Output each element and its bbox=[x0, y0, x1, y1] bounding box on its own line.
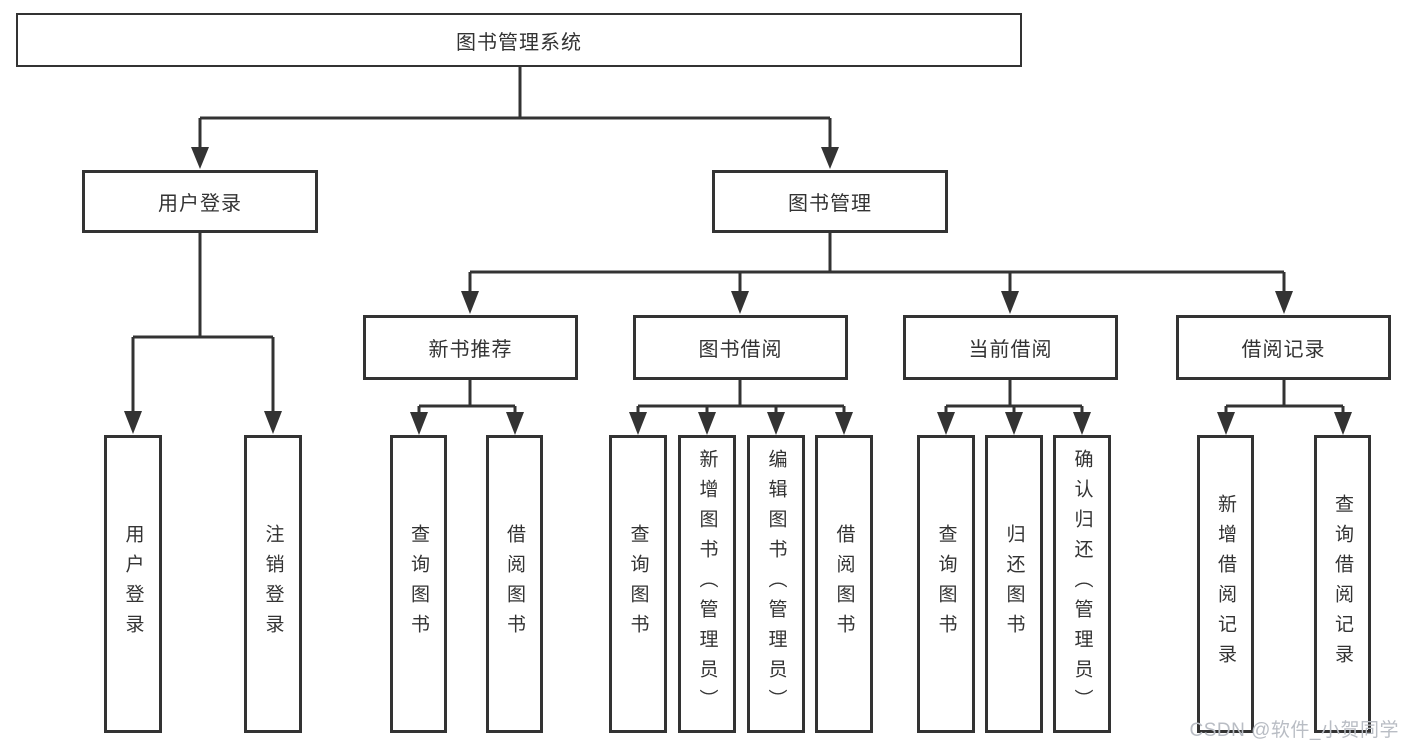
node-cb-return-books: 归还图书 bbox=[985, 435, 1043, 733]
node-book-borrow: 图书借阅 bbox=[633, 315, 848, 380]
connector-root-to-level2 bbox=[191, 67, 839, 169]
node-cb-query-books: 查询图书 bbox=[917, 435, 975, 733]
node-br-add-record: 新增借阅记录 bbox=[1197, 435, 1254, 733]
node-bb-add-books-admin: 新增图书（管理员） bbox=[678, 435, 736, 733]
node-bb-borrow-books: 借阅图书 bbox=[815, 435, 873, 733]
node-br-query-record: 查询借阅记录 bbox=[1314, 435, 1371, 733]
node-bb-query-books: 查询图书 bbox=[609, 435, 667, 733]
node-nb-query-books: 查询图书 bbox=[390, 435, 447, 733]
node-current-borrow: 当前借阅 bbox=[903, 315, 1118, 380]
node-nb-borrow-books: 借阅图书 bbox=[486, 435, 543, 733]
node-borrow-records: 借阅记录 bbox=[1176, 315, 1391, 380]
node-bb-edit-books-admin: 编辑图书（管理员） bbox=[747, 435, 805, 733]
node-user-login-leaf: 用户登录 bbox=[104, 435, 162, 733]
connector-current-borrow-to-leaves bbox=[937, 380, 1091, 435]
node-logout-leaf: 注销登录 bbox=[244, 435, 302, 733]
node-library-system: 图书管理系统 bbox=[16, 13, 1022, 67]
node-book-management: 图书管理 bbox=[712, 170, 948, 233]
node-user-login-branch: 用户登录 bbox=[82, 170, 318, 233]
watermark: CSDN @软件_小贺同学 bbox=[1189, 720, 1399, 741]
connector-new-book-to-leaves bbox=[410, 380, 524, 435]
connector-borrow-records-to-leaves bbox=[1217, 380, 1352, 435]
connector-book-management-to-level3 bbox=[461, 233, 1293, 314]
node-new-book-recommend: 新书推荐 bbox=[363, 315, 578, 380]
node-cb-confirm-return-admin: 确认归还（管理员） bbox=[1053, 435, 1111, 733]
connector-user-login-to-leaves bbox=[124, 233, 282, 434]
connector-book-borrow-to-leaves bbox=[629, 380, 853, 435]
